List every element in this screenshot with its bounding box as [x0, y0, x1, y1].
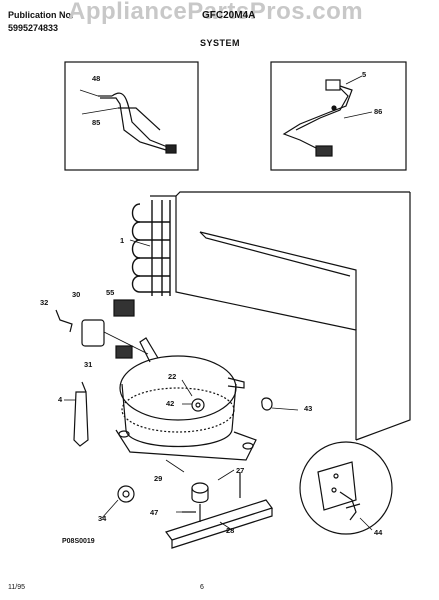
callout-86: 86	[374, 107, 383, 116]
callout-34: 34	[98, 514, 107, 523]
callout-31: 31	[84, 360, 93, 369]
publication-label: Publication No.	[8, 10, 74, 20]
section-title: SYSTEM	[200, 38, 241, 48]
callout-28: 28	[226, 526, 235, 535]
callout-47: 47	[150, 508, 159, 517]
callout-22: 22	[168, 372, 177, 381]
callout-55: 55	[106, 288, 115, 297]
callout-48: 48	[92, 74, 101, 83]
callout-42: 42	[166, 399, 175, 408]
revision-date: 11/95	[8, 584, 25, 591]
callout-32: 32	[40, 298, 49, 307]
callout-29: 29	[154, 474, 163, 483]
inset-box-left	[64, 61, 199, 171]
callout-27: 27	[236, 466, 245, 475]
callout-5: 5	[362, 70, 367, 79]
publication-number: 5995274833	[8, 23, 59, 33]
callout-30: 30	[72, 290, 81, 299]
callout-44: 44	[374, 528, 383, 537]
model-number: GFC20M4A	[202, 10, 256, 21]
watermark: AppliancePartsPros.com	[68, 0, 364, 25]
page-number: 6	[200, 584, 204, 591]
callout-4: 4	[58, 395, 63, 404]
callout-1: 1	[120, 236, 125, 245]
figure-code: P08S0019	[62, 538, 95, 545]
inset-box-right	[270, 61, 407, 171]
callout-85: 85	[92, 118, 101, 127]
callout-43: 43	[304, 404, 313, 413]
